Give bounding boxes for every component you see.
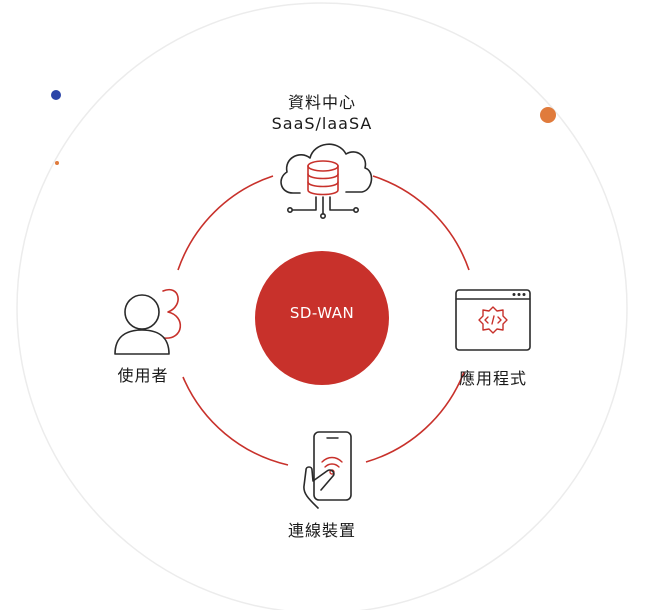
- user-label: 使用者: [117, 366, 169, 385]
- orbit-ring: [177, 175, 470, 466]
- orbit-arc-bottom-right: [365, 371, 465, 463]
- data-center-subtitle: SaaS/laaSA: [271, 114, 373, 133]
- app-window-code-icon: [455, 289, 531, 351]
- data-center-title: 資料中心: [287, 93, 356, 112]
- outer-circle: [16, 2, 628, 610]
- decor-dot-orange-small: [55, 161, 59, 165]
- data-center-label: 資料中心 SaaS/laaSA: [232, 92, 412, 134]
- orbit-arc-bottom-left: [182, 376, 289, 466]
- decor-dot-blue: [51, 90, 61, 100]
- user-icon: [114, 288, 182, 355]
- sdwan-center-circle: [255, 251, 389, 385]
- connected-device-label: 連線裝置: [287, 521, 356, 540]
- decor-dot-orange: [540, 107, 556, 123]
- cloud-database-icon: [280, 143, 373, 220]
- orbit-arc-top-right: [372, 175, 470, 271]
- application-label: 應用程式: [458, 369, 527, 388]
- sdwan-center-label: SD-WAN: [289, 304, 355, 322]
- phone-touch-icon: [303, 431, 352, 509]
- orbit-arc-top-left: [177, 175, 274, 271]
